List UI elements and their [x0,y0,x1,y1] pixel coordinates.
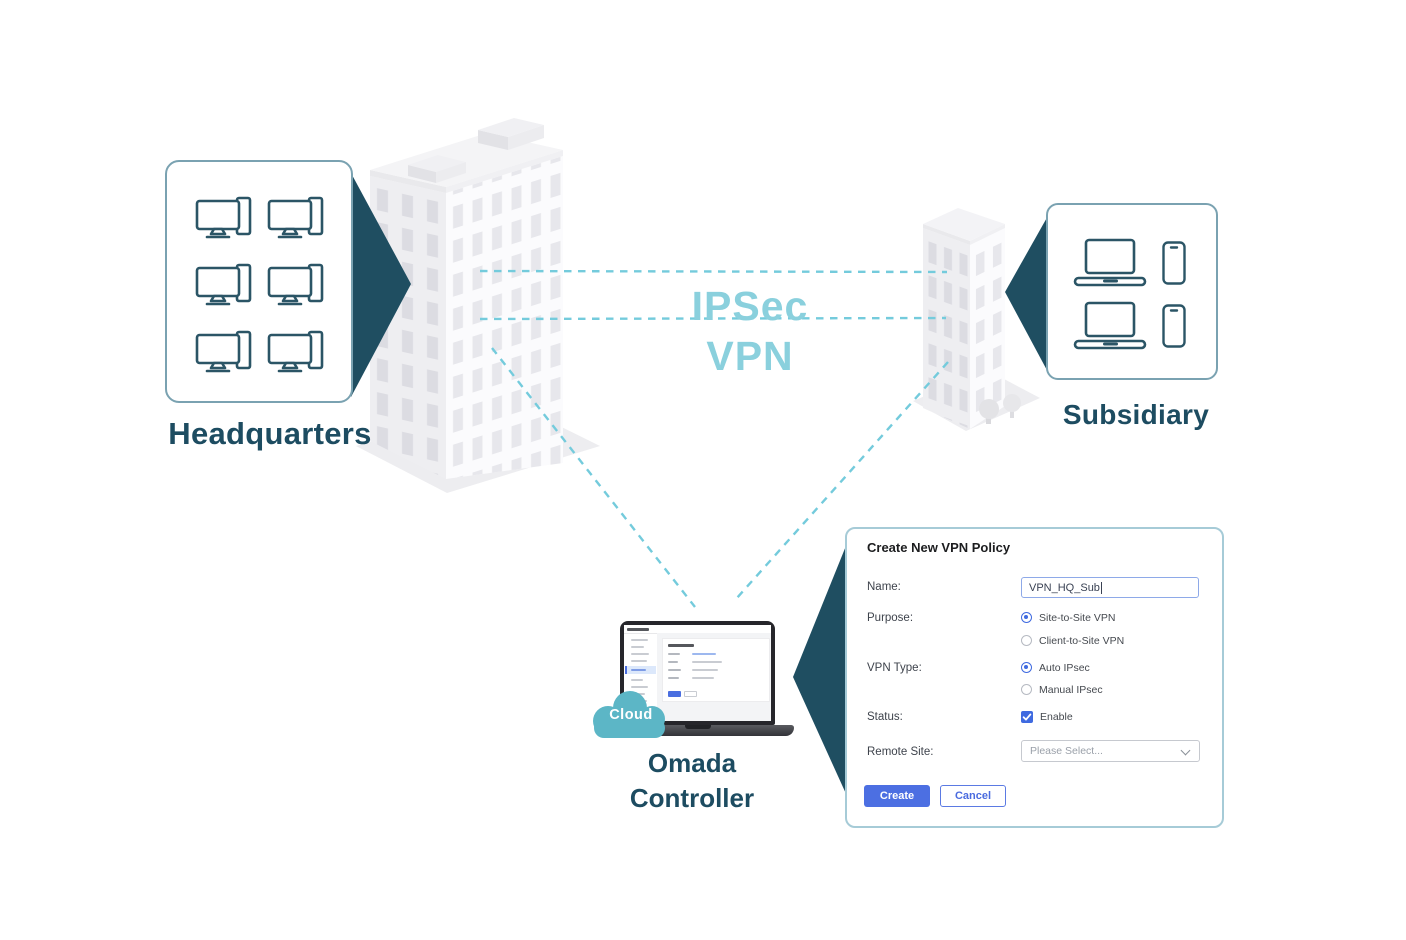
vpn-line: VPN [706,333,794,379]
subsidiary-callout-pointer [1005,214,1049,374]
laptop-base-notch [685,725,711,729]
ui-placeholder-bar [668,677,679,679]
chevron-down-icon [1180,745,1191,756]
desktop-computer-icon [267,196,325,242]
ui-placeholder-bar [631,660,647,662]
dialog-callout-pointer [793,531,852,807]
ui-placeholder-bar [631,686,648,688]
controller-link-subsidiary [735,361,949,600]
ui-placeholder-bar [692,677,714,679]
ui-placeholder-bar [631,679,643,681]
radio-auto-ipsec[interactable]: Auto IPsec [1021,661,1090,674]
radio-selected-icon[interactable] [1021,612,1032,623]
ui-placeholder-bar [668,661,678,663]
desktop-computer-icon [195,330,253,376]
radio-label: Site-to-Site VPN [1039,611,1116,624]
cancel-button[interactable]: Cancel [940,785,1006,807]
rooftop-structures [408,118,544,183]
controller-link-hq [491,347,696,608]
headquarters-devices-panel [165,160,353,403]
ui-placeholder-bar [631,639,648,641]
radio-label: Auto IPsec [1039,661,1090,674]
name-field-label: Name: [867,581,901,593]
ui-placeholder-bar [631,669,646,671]
laptop-base [608,725,794,736]
status-field-label: Status: [867,711,903,723]
cloud-icon: Cloud [588,688,674,740]
name-input[interactable]: VPN_HQ_Sub [1021,577,1199,598]
ui-placeholder-bar [627,628,649,631]
controller-line: Controller [629,783,755,813]
subsidiary-building [913,208,1040,431]
radio-label: Client-to-Site VPN [1039,634,1125,647]
ipsec-vpn-label: IPSec VPN [630,281,870,381]
radio-client-to-site-vpn[interactable]: Client-to-Site VPN [1021,634,1124,647]
omada-line: Omada [647,748,737,778]
create-vpn-policy-dialog: Create New VPN Policy Name: Purpose: VPN… [845,527,1224,828]
laptop-icon [1073,301,1147,351]
radio-unselected-icon[interactable] [1021,635,1032,646]
checkbox-enable[interactable]: Enable [1021,710,1073,723]
omada-controller-label: Omada Controller [592,746,792,816]
ui-placeholder-bar [692,669,718,671]
smartphone-icon [1162,304,1186,348]
radio-label: Manual IPsec [1039,683,1103,696]
desktop-computer-icon [195,196,253,242]
ui-placeholder-bar [631,646,644,648]
dialog-title: Create New VPN Policy [867,540,1011,555]
remote-site-field-label: Remote Site: [867,746,934,758]
subsidiary-label: Subsidiary [1062,399,1210,430]
purpose-field-label: Purpose: [867,612,914,624]
vpn-type-field-label: VPN Type: [867,662,922,674]
hq-callout-pointer [351,173,411,397]
cloud-label: Cloud [609,707,653,723]
trees [979,394,1021,424]
headquarters-label: Headquarters [168,416,372,451]
laptop-icon [1073,238,1147,288]
ui-placeholder-bar [692,653,716,655]
ui-placeholder-bar [668,669,681,671]
select-value: Please Select... [1030,745,1103,757]
name-input-value: VPN_HQ_Sub [1029,581,1100,594]
radio-selected-icon[interactable] [1021,662,1032,673]
headquarters-building [356,118,600,493]
ui-placeholder-bar [631,653,649,655]
radio-site-to-site-vpn[interactable]: Site-to-Site VPN [1021,611,1115,624]
ipsec-line: IPSec [691,283,809,329]
radio-unselected-icon[interactable] [1021,684,1032,695]
checkbox-label: Enable [1040,710,1073,723]
ui-placeholder-bar [692,661,722,663]
laptop-screen-ui [624,625,771,721]
desktop-computer-icon [267,330,325,376]
subsidiary-devices-panel [1046,203,1218,380]
ui-mini-button [668,691,681,697]
create-button[interactable]: Create [864,785,930,807]
checkbox-checked-icon[interactable] [1021,710,1033,723]
desktop-computer-icon [195,263,253,309]
radio-manual-ipsec[interactable]: Manual IPsec [1021,683,1103,696]
cloud-shape [593,691,665,738]
vpn-tunnel-lines [479,269,949,608]
omada-controller-laptop-screen [620,621,775,725]
desktop-computer-icon [267,263,325,309]
ui-mini-button-outline [684,691,697,697]
remote-site-select[interactable]: Please Select... [1021,740,1200,762]
tunnel-line-top [479,269,948,274]
text-cursor [1100,581,1102,594]
ui-form-card [662,638,770,702]
ui-placeholder-bar [668,653,680,655]
smartphone-icon [1162,241,1186,285]
ui-content-area [657,633,771,721]
ui-placeholder-bar [668,644,694,647]
